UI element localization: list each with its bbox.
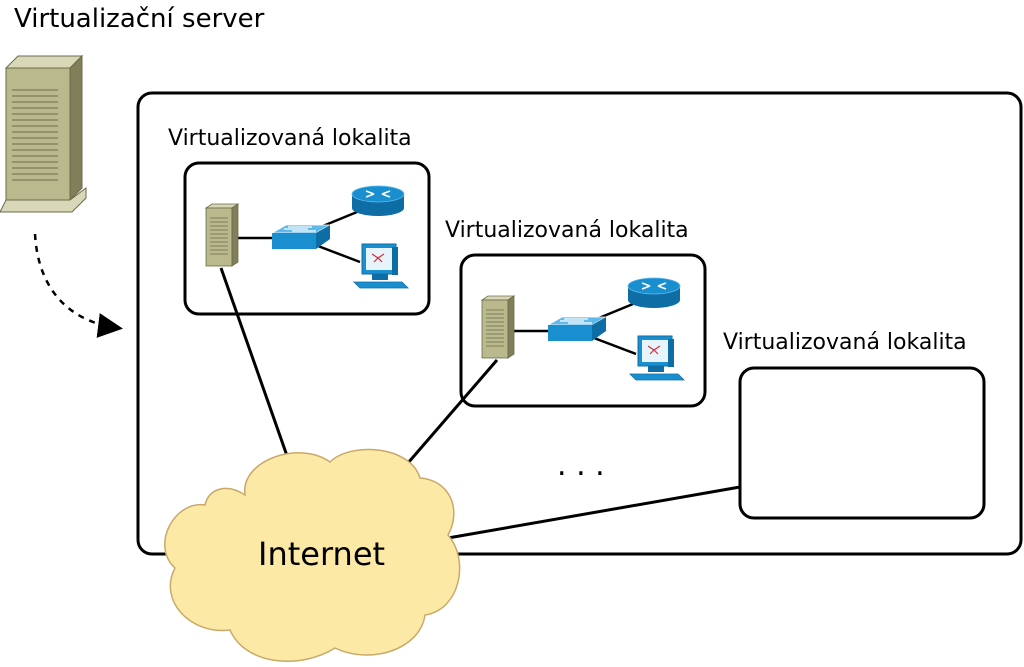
site-1-server-icon — [205, 203, 239, 267]
site-1-router-icon — [351, 185, 405, 217]
ellipsis: . . . — [557, 448, 605, 483]
site-2-box — [459, 253, 707, 408]
site-2-label: Virtualizovaná lokalita — [445, 218, 689, 243]
site-1-switch-icon — [271, 224, 331, 250]
internet-label: Internet — [258, 535, 385, 573]
site-2-switch-icon — [547, 316, 607, 342]
site-2-workstation-icon — [629, 335, 685, 381]
site-1-label: Virtualizovaná lokalita — [168, 126, 412, 151]
site-1-box — [183, 161, 431, 316]
server-title: Virtualizační server — [14, 4, 265, 34]
server-tower-icon — [0, 54, 87, 213]
site-3-label: Virtualizovaná lokalita — [723, 330, 967, 355]
site-2-server-icon — [481, 295, 515, 359]
virtualization-container — [136, 91, 1023, 556]
cloud-icon — [164, 448, 461, 662]
internet-links — [219, 267, 741, 540]
site-1-workstation-icon — [353, 243, 409, 289]
site-3-box — [738, 366, 986, 520]
site-2-router-icon — [627, 277, 681, 309]
virtualization-arrow — [33, 233, 123, 338]
